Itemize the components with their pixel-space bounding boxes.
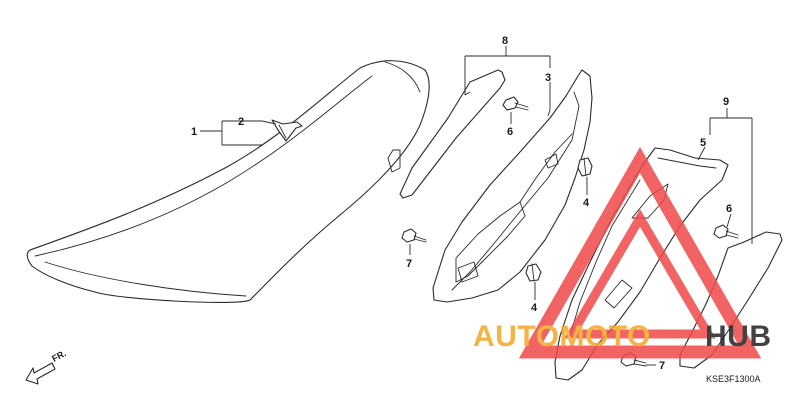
callout-1: 1 bbox=[191, 126, 197, 138]
callout-4-upper: 4 bbox=[583, 197, 590, 209]
watermark-text-left: AUTOMOTO bbox=[473, 320, 651, 353]
bolt-7-left[interactable] bbox=[401, 228, 427, 243]
watermark-triangle-outer bbox=[518, 146, 762, 359]
watermark-text-right: HUB bbox=[705, 320, 772, 353]
nut-4-lower[interactable] bbox=[525, 263, 542, 282]
front-arrow-icon bbox=[25, 362, 56, 385]
side-cover-left-part[interactable] bbox=[432, 69, 593, 303]
callout-8: 8 bbox=[502, 35, 508, 47]
fr-label: FR. bbox=[50, 348, 67, 364]
bolt-6-right[interactable] bbox=[713, 224, 739, 239]
callout-9: 9 bbox=[723, 96, 729, 108]
seat-part[interactable] bbox=[26, 60, 430, 303]
seat-clip-part[interactable] bbox=[271, 119, 303, 142]
nut-4-upper[interactable] bbox=[577, 157, 593, 177]
callout-2: 2 bbox=[238, 116, 244, 128]
front-direction-indicator: FR. bbox=[25, 348, 68, 385]
callout-6-right: 6 bbox=[726, 203, 732, 215]
leader-lines bbox=[200, 46, 753, 366]
callout-4-lower: 4 bbox=[531, 302, 538, 314]
bolt-6-upper[interactable] bbox=[502, 96, 529, 111]
callout-7-left: 7 bbox=[406, 258, 412, 270]
diagram-code: KSE3F1300A bbox=[706, 374, 761, 384]
callout-3: 3 bbox=[545, 72, 551, 84]
callout-6-upper: 6 bbox=[507, 126, 513, 138]
decal-strip-part[interactable] bbox=[399, 69, 506, 199]
watermark: AUTOMOTO HUB bbox=[473, 146, 772, 359]
callout-7-bottom: 7 bbox=[659, 360, 665, 372]
watermark-triangle-inner bbox=[564, 209, 716, 339]
callout-labels: 1 2 3 4 4 5 6 6 7 7 8 9 bbox=[191, 35, 732, 372]
callout-5: 5 bbox=[700, 137, 706, 149]
